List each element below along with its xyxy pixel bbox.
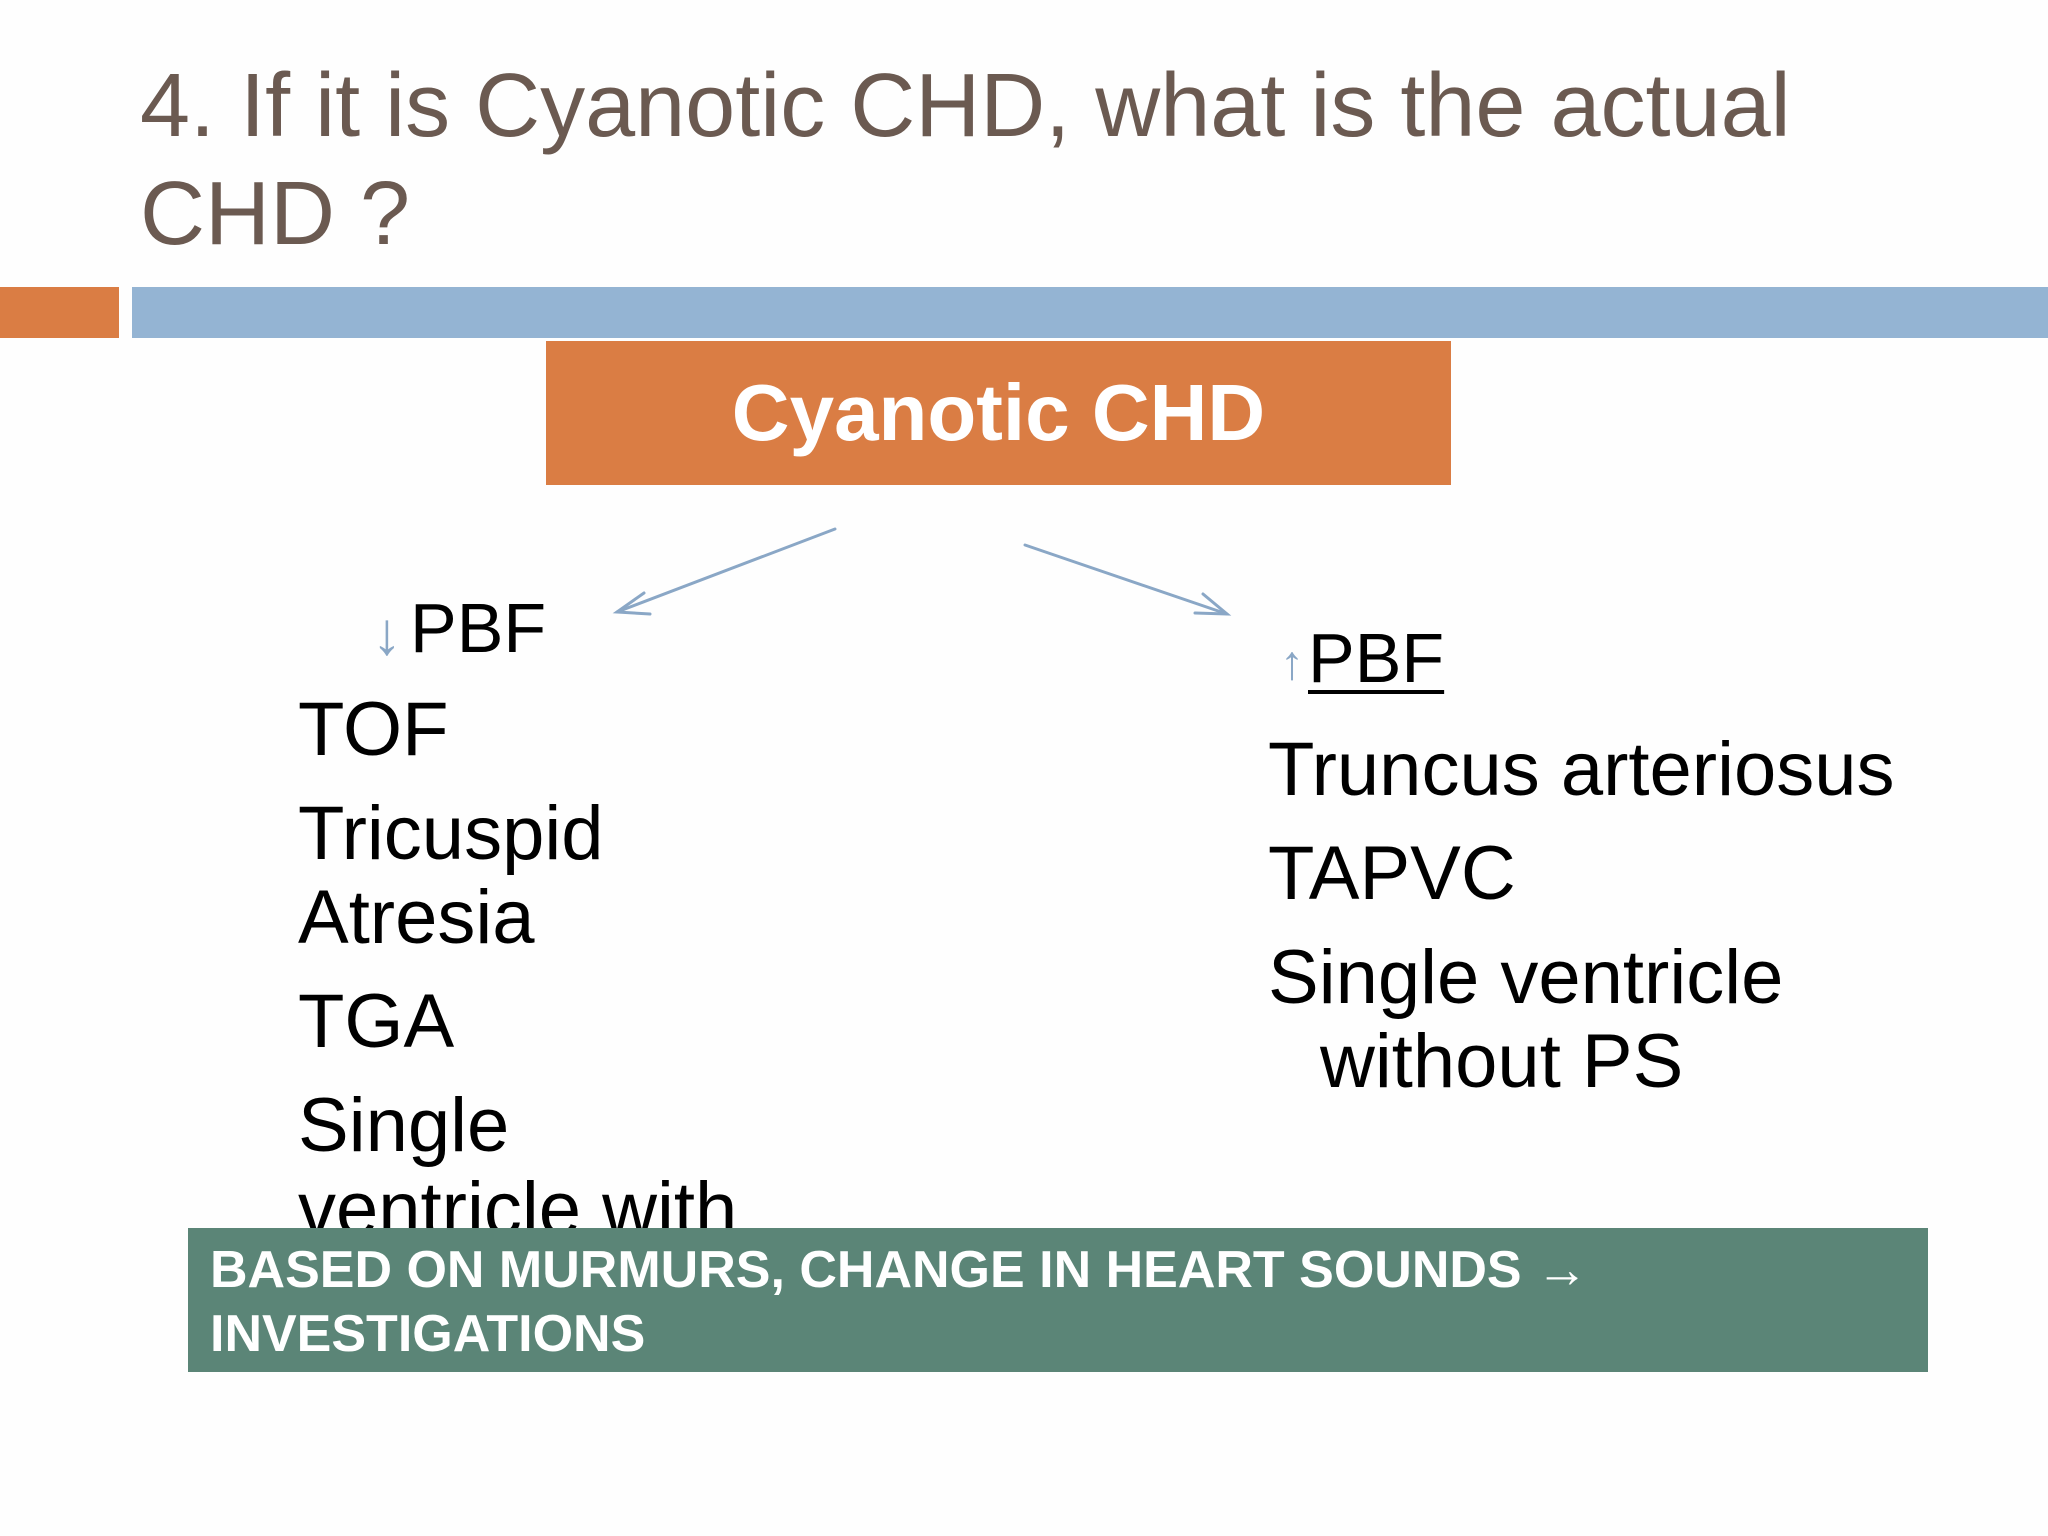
list-item: TAPVC (1268, 831, 1516, 916)
slide-title: 4. If it is Cyanotic CHD, what is the ac… (140, 56, 1791, 264)
header-label: Cyanotic CHD (731, 368, 1266, 457)
pbf-text-right: PBF (1308, 619, 1445, 697)
list-item: Tricuspid Atresia (298, 791, 604, 960)
title-accent-bar-blue (132, 287, 2048, 338)
decreased-pbf-label: ↓PBF (372, 588, 546, 674)
cyanotic-chd-header: Cyanotic CHD (546, 341, 1451, 485)
right-branch-arrow (1023, 543, 1229, 616)
increased-pbf-label: ↑PBF (1280, 618, 1444, 704)
increased-pbf-list: Truncus arteriosus TAPVC Single ventricl… (1268, 728, 2028, 1124)
list-item: TOF (298, 687, 449, 772)
footer-text: BASED ON MURMURS, CHANGE IN HEART SOUNDS… (210, 1241, 1589, 1363)
pbf-text-left: PBF (410, 589, 547, 667)
list-item: TGA (298, 979, 455, 1064)
list-item: Single ventricle with (298, 1083, 738, 1252)
list-item: Truncus arteriosus (1268, 727, 1895, 812)
left-branch-arrowhead (612, 591, 652, 616)
footer-banner: BASED ON MURMURS, CHANGE IN HEART SOUNDS… (188, 1228, 1928, 1372)
decreased-pbf-list: TOF Tricuspid Atresia TGA Single ventric… (298, 688, 858, 1272)
right-branch-arrowhead (1193, 592, 1232, 616)
up-arrow-icon: ↑ (1280, 636, 1304, 690)
title-accent-bar-orange (0, 287, 119, 338)
list-item: Single ventricle without PS (1268, 935, 1784, 1104)
left-branch-arrow (615, 527, 837, 614)
down-arrow-icon: ↓ (372, 599, 402, 667)
